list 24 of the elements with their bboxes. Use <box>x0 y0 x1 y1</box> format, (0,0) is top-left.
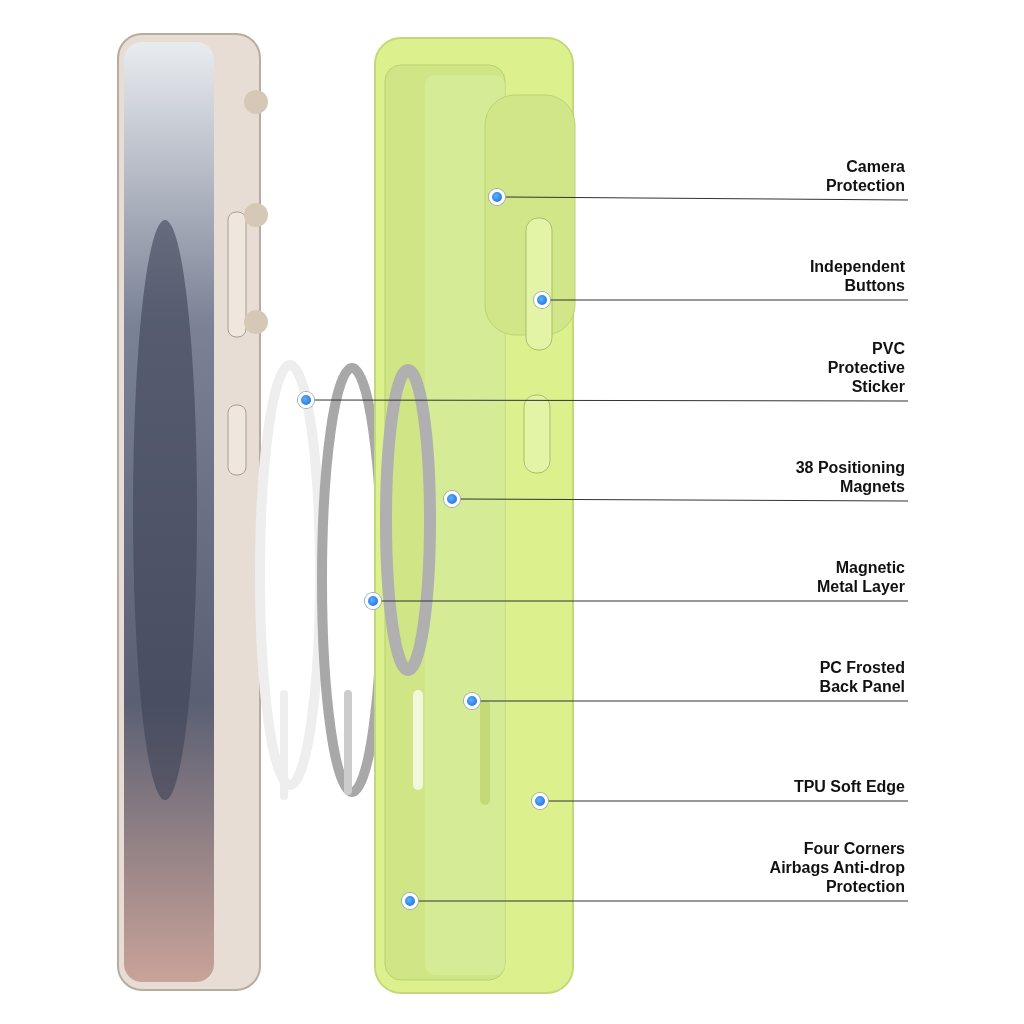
part-label: 38 Positioning Magnets <box>773 458 908 501</box>
leader-line <box>504 196 909 201</box>
marker-dot <box>489 189 505 205</box>
leader-line <box>549 299 909 301</box>
marker-dot <box>534 292 550 308</box>
leader-line <box>479 700 909 702</box>
marker-dot <box>298 392 314 408</box>
part-label: Independent Buttons <box>793 257 908 300</box>
marker-dot <box>402 893 418 909</box>
part-label: Four Corners Airbags Anti-drop Protection <box>758 839 908 901</box>
part-label: TPU Soft Edge <box>758 777 908 801</box>
part-label: PVC Protective Sticker <box>813 339 908 401</box>
marker-dot <box>464 693 480 709</box>
marker-dot <box>532 793 548 809</box>
part-label: Camera Protection <box>813 157 908 200</box>
part-label: PC Frosted Back Panel <box>798 658 908 701</box>
leader-line <box>417 900 909 902</box>
marker-dot <box>444 491 460 507</box>
leader-line <box>547 800 909 802</box>
marker-dot <box>365 593 381 609</box>
part-label: Magnetic Metal Layer <box>798 558 908 601</box>
leader-line <box>380 600 909 602</box>
leader-line <box>313 399 909 402</box>
leader-line <box>459 498 909 502</box>
